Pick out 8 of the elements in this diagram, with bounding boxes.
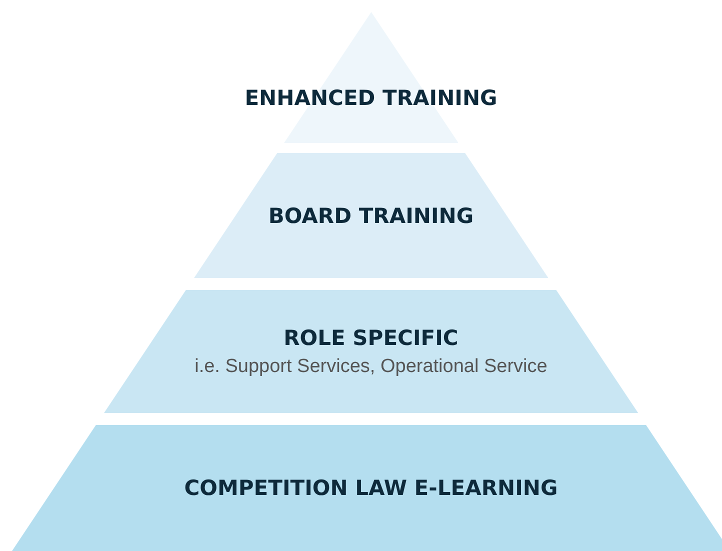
pyramid-tier — [12, 425, 722, 551]
pyramid-tier — [104, 290, 638, 413]
tier-subtitle: i.e. Support Services, Operational Service — [194, 356, 548, 378]
tier-title: ROLE SPECIFIC — [284, 326, 458, 350]
tier-title: ENHANCED TRAINING — [244, 86, 498, 110]
pyramid-tier — [194, 153, 548, 278]
tier-title: BOARD TRAINING — [268, 204, 474, 228]
tier-title: COMPETITION LAW E-LEARNING — [184, 476, 558, 500]
